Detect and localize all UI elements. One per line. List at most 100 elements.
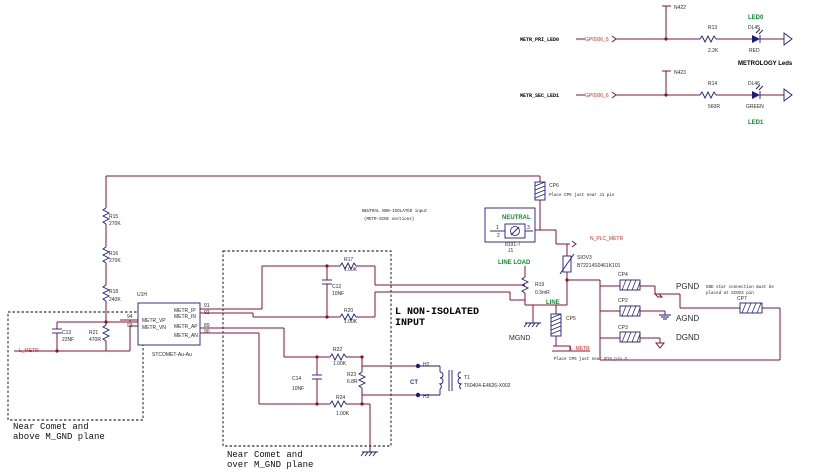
neutral-label: NEUTRAL [502,215,531,221]
dl46-color: GREEN [746,104,764,110]
pin-metr-vp: METR_VP [142,318,166,324]
led0-label: LED0 [748,15,764,21]
net-dgnd: DGND [676,333,700,342]
r13-resistor [699,34,717,44]
r16-resistor [101,246,111,264]
cp6-label: CP6 [549,183,559,189]
r24-resistor [329,399,347,409]
r24-value: 1.00K [336,411,350,417]
r23-value: 6.8R [347,379,358,385]
cp2-label: CP2 [618,298,628,304]
n423-label: N423 [674,70,686,76]
r23-resistor [357,371,367,389]
pin-metr-ip: METR_IP [174,308,196,314]
r18-value: 240K [109,297,121,303]
r15-label: R15 [109,214,118,220]
j1-pin-2: 2 [497,233,500,239]
near-comet-region-center [222,250,392,447]
r20-value: 1.00K [344,319,358,325]
led1-label: LED1 [748,120,764,126]
cp5-label: CP5 [566,316,576,322]
net-pgnd: PGND [676,282,699,291]
neutral-non-isolated-note: NEUTRAL NON-ISOLATED input [362,209,428,214]
mgnd-ground-icon [523,322,541,328]
j1-part-number: 8191-7 [505,242,521,248]
cp5-note: Place CP5 just near R19 pin 3 [554,357,627,362]
pin-metr-vn: METR_VN [142,325,166,331]
r17-value: 1.00K [344,267,358,273]
net-l-metr-right: L_METR [570,346,590,352]
pin-metr-in: METR_IN [174,314,196,320]
siov3-part-number: B72214S0461K101 [577,263,621,269]
pin-93: 93 [127,323,133,329]
net-agnd: AGND [676,314,699,323]
input-label: INPUT [395,318,425,329]
pin-metr-ap: METR_AP [174,324,198,330]
net-metr-sec-led1: METR_SEC_LED1 [520,93,559,99]
r16-value: 270K [109,258,121,264]
r22-resistor [329,352,347,362]
cp7-label: CP7 [737,296,747,302]
dl46-label: DL46 [748,81,760,87]
metrology-leds-label: METROLOGY Leds [738,61,793,67]
r17-resistor [339,261,357,271]
c14-label: C14 [292,376,301,382]
led-green-icon [752,91,760,99]
r13-value: 2.2K [708,48,719,54]
r19-value: 0.3mR [535,290,550,296]
current-transformer: H2 H3 CT T1 T60404-E4626-X002 [410,362,511,400]
gnd-star-note-1: GND star connection must be [706,285,774,290]
led0-circuit: METR_PRI_LED0 GPIO06_5 N422 R13 2.2K DL4… [520,5,793,54]
cp3-pad [619,331,641,343]
r16-label: R16 [109,251,118,257]
h3-label: H3 [423,394,430,400]
cp4-pad [619,279,641,291]
led1-circuit: METR_SEC_LED1 GPIO06_6 N423 R14 560R DL4… [520,61,793,126]
r21-resistor [101,324,111,342]
j1-label: J1 [508,248,514,254]
cp2-pad [619,305,641,317]
metr-scni-note: (METR-SCNI sections) [364,217,414,222]
r18-label: R18 [109,289,118,295]
net-metr-pri-led0: METR_PRI_LED0 [520,37,559,43]
net-mgnd: MGND [509,335,530,342]
agnd-ground-icon [659,314,671,320]
j1-pin-3: 3 [527,225,530,231]
pin-94: 94 [127,314,133,320]
u1h-label: U1H [137,292,147,298]
u1h-part-number: STCOMET-Au-Au [152,352,192,358]
t1-label: T1 [464,375,470,381]
near-comet-note-2: above M_GND plane [13,432,105,442]
u1h-chip: U1H METR_VP METR_VN METR_IP METR_IN METR… [137,292,210,358]
c12-value: 10NF [332,291,344,297]
c13-value: 22NF [62,337,74,343]
dgnd-ground-icon [654,342,666,349]
dl45-label: DL45 [748,25,760,31]
port-arrow-icon [611,91,617,99]
ct-label: CT [410,380,418,386]
led-red-icon [752,35,760,43]
line-label: LINE [546,300,560,306]
line-load-shunt: LINE LOAD R19 0.3mR LINE MGND CP5 L_METR… [498,260,627,362]
pin-91: 91 [204,303,210,309]
port-arrow-icon [571,240,577,248]
near-comet-note-1: Near Comet and [13,422,89,432]
r22-label: R22 [333,347,342,353]
c12-label: C12 [332,284,341,290]
line-current-filter: R17 1.00K C12 10NF R20 1.00K L NON-ISOLA… [200,257,525,329]
cp4-label: CP4 [618,272,628,278]
r21-value: 470R [89,337,101,343]
r14-value: 560R [708,104,720,110]
r20-label: R20 [344,308,353,314]
pin-90: 90 [204,329,210,335]
l-non-isolated-label: L NON-ISOLATED [395,307,479,318]
voltage-divider: R15 270K R16 270K R18 240K R21 470R L_ME… [14,175,540,354]
neutral-input: NEUTRAL NON-ISOLATED input (METR-SCNI se… [362,176,623,254]
near-comet-note-4: over M_GND plane [227,460,313,470]
r24-label: R24 [336,395,345,401]
n422-label: N422 [674,5,686,11]
cp3-label: CP3 [618,325,628,331]
c13-label: C13 [62,330,71,336]
dl45-color: RED [749,48,760,54]
net-gpio-a: GPIO06_5 [585,37,609,43]
